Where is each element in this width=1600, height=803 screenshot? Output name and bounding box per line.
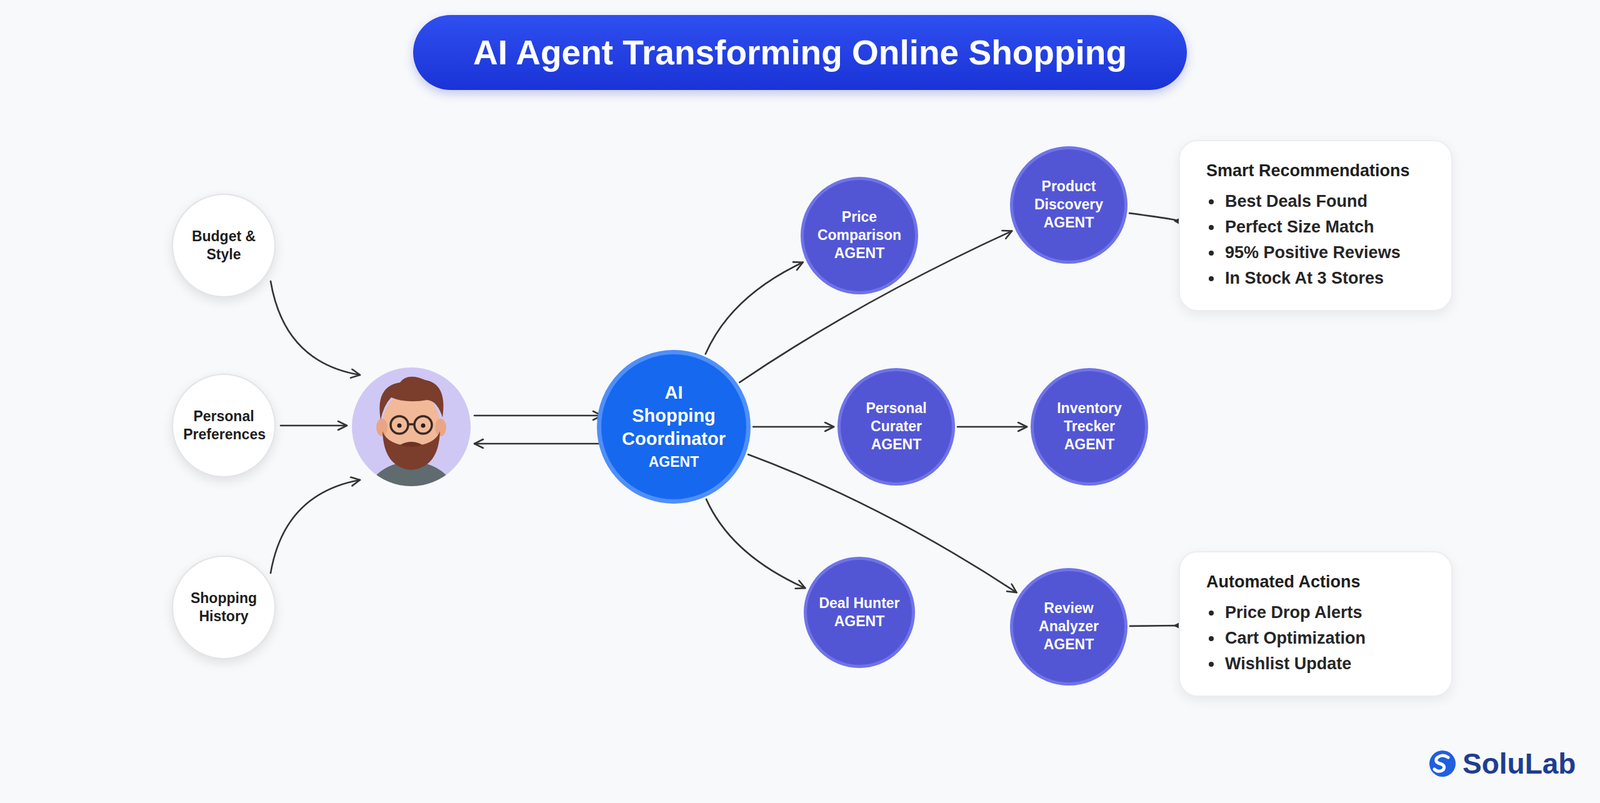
result-card: Automated ActionsPrice Drop AlertsCart O… — [1178, 551, 1453, 697]
bullet-item: Perfect Size Match — [1206, 214, 1427, 240]
connector-arrow — [1129, 213, 1179, 222]
bullet-text: Cart Optimization — [1225, 628, 1366, 648]
bullet-item: Cart Optimization — [1206, 625, 1427, 652]
avatar-moustache — [400, 441, 423, 447]
node-tag: AGENT — [834, 244, 885, 263]
node-name: Budget & Style — [183, 227, 264, 264]
bullet-text: In Stock At 3 Stores — [1225, 268, 1384, 288]
input-circle: Shopping History — [171, 555, 276, 660]
node-name: Shopping History — [183, 589, 264, 626]
bullet-dot — [1208, 661, 1214, 667]
node-name: Deal Hunter — [818, 594, 900, 613]
node-name: Price Comparison — [816, 208, 904, 245]
bullet-item: Best Deals Found — [1206, 188, 1427, 215]
node-tag: AGENT — [834, 612, 885, 631]
connector-arrow — [957, 426, 1027, 429]
bullet-text: Best Deals Found — [1225, 191, 1368, 211]
node-name: Review Analyzer — [1025, 599, 1113, 636]
connector-arrow — [705, 262, 804, 355]
card-heading: Smart Recommendations — [1206, 158, 1427, 183]
connector-arrow — [1130, 625, 1179, 628]
node-tag: AGENT — [1043, 635, 1095, 654]
node-tag: AGENT — [871, 435, 922, 454]
bullet-text: Price Drop Alerts — [1225, 603, 1363, 622]
avatar-ear — [376, 418, 388, 437]
node-name: Inventory Trecker — [1046, 399, 1134, 436]
avatar-hair — [379, 376, 444, 420]
bullet-dot — [1208, 636, 1214, 642]
title-text: AI Agent Transforming Online Shopping — [473, 32, 1127, 73]
input-arrows — [270, 281, 602, 574]
node-tag: AGENT — [1064, 435, 1115, 454]
connector-arrow — [706, 499, 805, 589]
result-card: Smart RecommendationsBest Deals FoundPer… — [1178, 140, 1453, 312]
logo-icon — [1428, 750, 1457, 778]
bullet-dot — [1208, 199, 1214, 205]
agent-circle: Price ComparisonAGENT — [800, 176, 919, 295]
node-name: Product Discovery — [1025, 177, 1113, 214]
avatar-ground — [351, 367, 471, 487]
title-pill: AI Agent Transforming Online Shopping — [413, 15, 1187, 90]
connector-arrow — [739, 231, 1012, 383]
agent-circle: Personal CuraterAGENT — [837, 368, 955, 486]
avatar-eye — [397, 423, 402, 429]
bullet-dot — [1208, 225, 1214, 230]
card-heading: Automated Actions — [1206, 570, 1427, 594]
avatar-illustration — [351, 367, 471, 494]
bullet-text: Wishlist Update — [1225, 654, 1352, 674]
connector-arrow — [753, 426, 834, 429]
leader-arrow — [474, 443, 602, 445]
node-tag: AGENT — [648, 451, 700, 472]
leader-arrow — [270, 480, 360, 574]
coordinator-circle: AI Shopping CoordinatorAGENT — [596, 350, 751, 504]
input-circle: Budget & Style — [171, 193, 276, 298]
bullet-item: 95% Positive Reviews — [1206, 240, 1427, 266]
leader-arrow — [474, 415, 602, 417]
avatar-ear — [435, 418, 447, 437]
agent-circle: Review AnalyzerAGENT — [1010, 568, 1128, 686]
avatar-beard — [382, 431, 440, 470]
leader-arrow — [270, 281, 360, 375]
leader-arrow — [280, 425, 347, 427]
logo: SoluLab — [1428, 745, 1576, 783]
node-name: Personal Curater — [853, 399, 940, 436]
agent-circle: Inventory TreckerAGENT — [1030, 368, 1149, 486]
bullet-item: In Stock At 3 Stores — [1206, 265, 1427, 292]
bullet-dot — [1208, 250, 1214, 256]
bullet-text: Perfect Size Match — [1225, 217, 1375, 237]
agent-circle: Deal HunterAGENT — [803, 556, 915, 669]
logo-text: SoluLab — [1462, 746, 1576, 781]
avatar-eye — [421, 423, 426, 429]
node-name: Personal Preferences — [183, 407, 264, 444]
input-circle: Personal Preferences — [171, 373, 276, 478]
bullet-dot — [1208, 276, 1214, 282]
avatar-glasses — [390, 416, 432, 434]
bullet-item: Price Drop Alerts — [1206, 600, 1427, 626]
agent-circle: Product DiscoveryAGENT — [1010, 146, 1128, 264]
node-tag: AGENT — [1043, 213, 1095, 232]
node-name: AI Shopping Coordinator — [620, 381, 727, 451]
bullet-dot — [1208, 610, 1214, 616]
bullet-item: Wishlist Update — [1206, 651, 1427, 677]
bullet-text: 95% Positive Reviews — [1225, 243, 1401, 262]
